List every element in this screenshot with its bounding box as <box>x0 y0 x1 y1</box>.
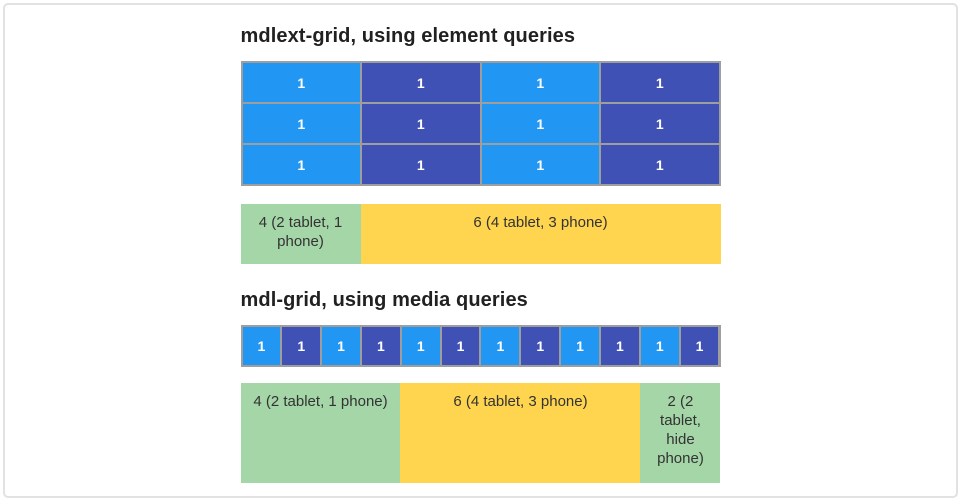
grid-cell: 1 <box>481 327 520 365</box>
summary-cell-4-col: 4 (2 tablet, 1 phone) <box>240 204 361 264</box>
section-element-queries: mdlext-grid, using element queries 1 1 1… <box>240 25 721 264</box>
grid-cell: 1 <box>401 327 440 365</box>
summary-cell-2-col: 2 (2 tablet, hide phone) <box>640 383 721 483</box>
unit-grid-element-queries: 1 1 1 1 1 1 1 1 1 1 1 1 <box>240 61 721 186</box>
grid-cell: 1 <box>361 327 400 365</box>
grid-cell: 1 <box>680 327 719 365</box>
summary-row-element-queries: 4 (2 tablet, 1 phone) 6 (4 tablet, 3 pho… <box>240 204 721 264</box>
grid-cell: 1 <box>600 327 639 365</box>
grid-cell: 1 <box>601 63 719 102</box>
grid-cell: 1 <box>601 104 719 143</box>
section-media-queries: mdl-grid, using media queries 1 1 1 1 1 … <box>240 289 721 483</box>
demo-content: mdlext-grid, using element queries 1 1 1… <box>240 5 721 483</box>
section-title-media-queries: mdl-grid, using media queries <box>240 289 528 311</box>
summary-row-media-queries: 4 (2 tablet, 1 phone) 6 (4 tablet, 3 pho… <box>240 383 721 483</box>
grid-cell: 1 <box>242 145 360 184</box>
grid-cell: 1 <box>601 145 719 184</box>
section-title-element-queries: mdlext-grid, using element queries <box>240 25 576 47</box>
grid-cell: 1 <box>640 327 679 365</box>
grid-cell: 1 <box>362 145 480 184</box>
summary-cell-4-col: 4 (2 tablet, 1 phone) <box>240 383 401 483</box>
grid-cell: 1 <box>242 104 360 143</box>
grid-cell: 1 <box>481 104 599 143</box>
grid-cell: 1 <box>282 327 321 365</box>
summary-cell-6-col: 6 (4 tablet, 3 phone) <box>400 383 641 483</box>
demo-card: mdlext-grid, using element queries 1 1 1… <box>3 3 958 498</box>
grid-cell: 1 <box>242 327 281 365</box>
grid-cell: 1 <box>362 104 480 143</box>
summary-cell-6-col: 6 (4 tablet, 3 phone) <box>360 204 721 264</box>
grid-cell: 1 <box>481 63 599 102</box>
grid-cell: 1 <box>362 63 480 102</box>
grid-cell: 1 <box>322 327 360 365</box>
grid-cell: 1 <box>521 327 560 365</box>
grid-cell: 1 <box>561 327 599 365</box>
grid-cell: 1 <box>481 145 599 184</box>
grid-cell: 1 <box>441 327 480 365</box>
unit-grid-media-queries: 1 1 1 1 1 1 1 1 1 1 1 1 <box>240 325 721 367</box>
grid-cell: 1 <box>242 63 360 102</box>
